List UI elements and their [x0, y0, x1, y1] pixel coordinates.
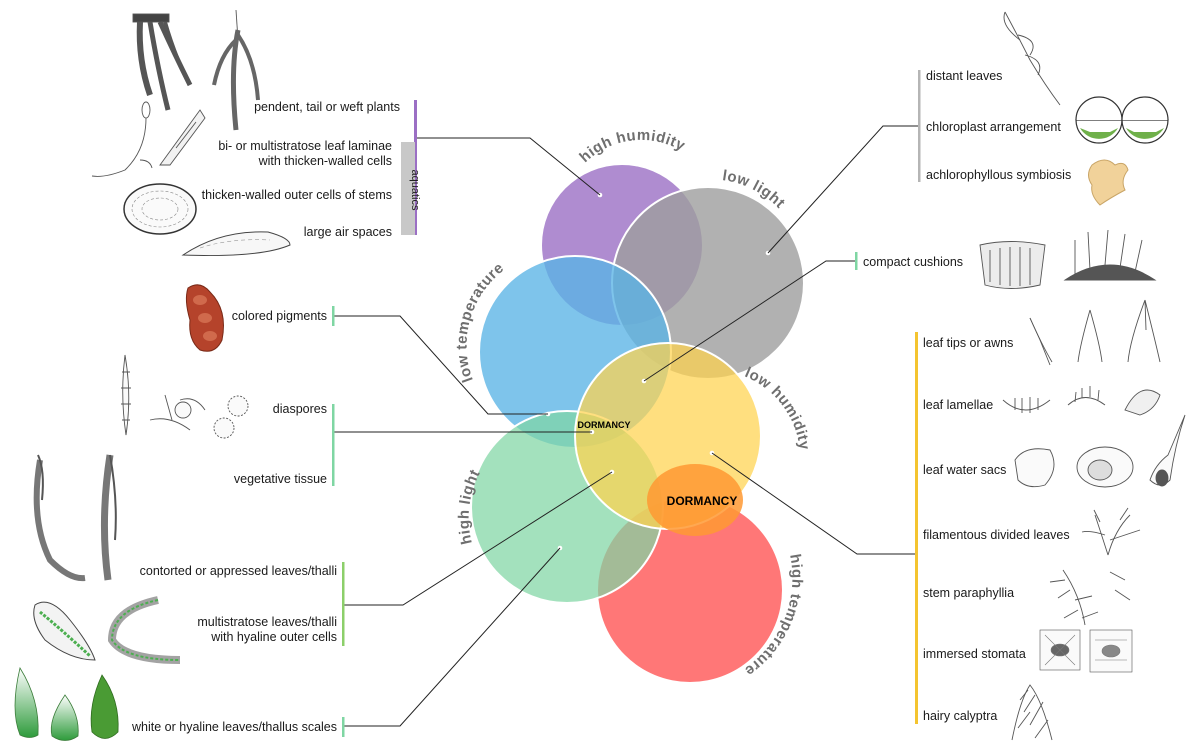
left-brackets	[332, 100, 417, 737]
label-colored-pigments: colored pigments	[232, 309, 327, 323]
pendent-plant-illustration	[132, 9, 260, 131]
label-multistratose: multistratose leaves/thalli	[197, 615, 337, 629]
connector	[344, 471, 613, 606]
connector	[334, 315, 548, 415]
label-hyaline-scales: white or hyaline leaves/thallus scales	[131, 720, 337, 734]
label-hairy-calyptra: hairy calyptra	[923, 709, 997, 723]
label-water-sacs: leaf water sacs	[923, 463, 1006, 477]
label-contorted-leaves: contorted or appressed leaves/thalli	[140, 564, 337, 578]
filamentous-illustration	[1081, 507, 1141, 556]
label-compact-cushions: compact cushions	[863, 255, 963, 269]
stem-cross-section-illustration	[123, 183, 197, 235]
diaspores-illustration	[121, 354, 249, 439]
hairy-calyptra-illustration	[1011, 684, 1053, 741]
aquatics-label: aquatics	[409, 170, 421, 211]
contorted-shoots-illustration	[33, 454, 117, 582]
label-leaf-tips: leaf tips or awns	[923, 336, 1013, 350]
connector	[643, 260, 856, 382]
connector	[711, 452, 916, 555]
label-distant-leaves: distant leaves	[926, 69, 1002, 83]
label-pendent-plants: pendent, tail or weft plants	[254, 100, 400, 114]
distant-leaves-illustration	[1003, 11, 1061, 106]
water-sacs-illustration	[1014, 414, 1186, 488]
connector	[767, 125, 920, 254]
label-leaf-lamellae: leaf lamellae	[923, 398, 993, 412]
left-labels: pendent, tail or weft plants bi- or mult…	[131, 100, 400, 734]
colored-pigments-illustration	[185, 284, 224, 352]
bracket-low-light	[918, 70, 921, 182]
label-outer-cells: thicken-walled outer cells of stems	[202, 188, 392, 202]
leaf-lamellae-illustration	[1002, 386, 1161, 416]
aquatics-bracket	[401, 142, 415, 235]
label-filamentous: filamentous divided leaves	[923, 528, 1070, 542]
bracket-high-light-b	[342, 717, 345, 737]
connector-lines	[334, 125, 920, 727]
bracket-high-humidity	[414, 100, 417, 235]
multistratose-illustration	[33, 596, 181, 664]
chloroplast-illustration	[1075, 96, 1169, 144]
label-stomata: immersed stomata	[923, 647, 1026, 661]
label-paraphyllia: stem paraphyllia	[923, 586, 1014, 600]
bracket-high-light-a	[342, 562, 345, 646]
label-leaf-laminae: bi- or multistratose leaf laminae	[218, 139, 392, 153]
achlorophyllous-illustration	[1088, 159, 1129, 206]
compact-cushions-illustration	[979, 229, 1157, 289]
label-leaf-laminae-2: with thicken-walled cells	[258, 154, 392, 168]
tail-plant-illustration	[91, 101, 206, 177]
bracket-pigments	[332, 306, 335, 326]
label-multistratose-2: with hyaline outer cells	[210, 630, 337, 644]
bracket-dormancy	[332, 404, 335, 486]
label-chloroplast: chloroplast arrangement	[926, 120, 1061, 134]
leaf-tips-illustration	[1029, 299, 1161, 366]
label-achlorophyllous: achlorophyllous symbiosis	[926, 168, 1071, 182]
hyaline-leaves-illustration	[14, 666, 119, 741]
air-spaces-illustration	[181, 231, 291, 257]
connector	[344, 547, 561, 727]
label-diaspores: diaspores	[273, 402, 327, 416]
dormancy-overlap-zone	[647, 464, 743, 536]
bracket-low-humidity	[915, 332, 918, 724]
dormancy-label-big: DORMANCY	[667, 494, 738, 508]
bracket-cushions	[855, 252, 858, 270]
venn-circles	[470, 165, 805, 682]
label-air-spaces: large air spaces	[304, 225, 392, 239]
label-vegetative-tissue: vegetative tissue	[234, 472, 327, 486]
connector	[416, 137, 601, 196]
right-brackets	[855, 70, 921, 724]
high-humidity-title: high humidity	[576, 127, 688, 166]
right-labels: distant leaves chloroplast arrangement a…	[863, 69, 1071, 723]
dormancy-label-small: DORMANCY	[578, 420, 631, 430]
paraphyllia-illustration	[1049, 569, 1131, 626]
stomata-illustration	[1039, 629, 1133, 673]
